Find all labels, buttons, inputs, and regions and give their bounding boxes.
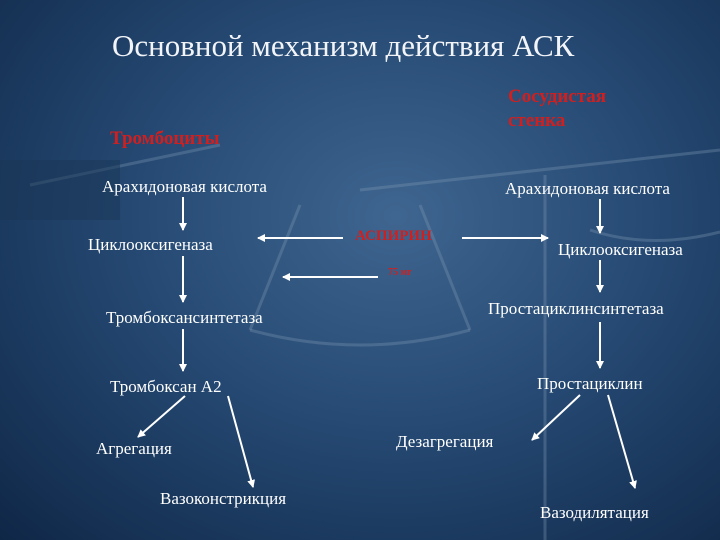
prostacyclin: Простациклин (537, 374, 643, 393)
vasodilation-label: Вазодилятация (540, 503, 649, 522)
vessel-cyclooxygenase: Циклооксигеназа (558, 240, 683, 259)
platelet-cyclooxygenase: Циклооксигеназа (88, 235, 213, 254)
disaggregation-label: Дезагрегация (396, 432, 494, 451)
aggregation-label: Агрегация (96, 439, 172, 458)
prostacyclin-synthetase: Простациклинсинтетаза (488, 299, 664, 318)
arrow-prostacyclin-to-disaggregation (531, 394, 581, 441)
slide-title: Основной механизм действия АСК (112, 28, 575, 63)
arrow-thromboxane-to-aggregation (137, 395, 186, 438)
vasoconstriction-label: Вазоконстрикция (160, 489, 287, 508)
vessel-header-line1: Сосудистая (508, 86, 607, 107)
platelet-arachidonic-acid: Арахидоновая кислота (102, 177, 267, 196)
platelets-header: Тромбоциты (110, 128, 220, 149)
aspirin-dose-label: 75 мг (388, 267, 412, 278)
vessel-arachidonic-acid: Арахидоновая кислота (505, 179, 670, 198)
aspirin-label: АСПИРИН (355, 228, 432, 244)
vessel-header-line2: стенка (508, 110, 566, 131)
thromboxane-a2: Тромбоксан А2 (110, 377, 222, 396)
thromboxane-synthetase: Тромбоксансинтетаза (106, 308, 263, 327)
arrow-prostacyclin-to-vasodilation (607, 394, 637, 489)
arrow-thromboxane-to-vasoconstriction (227, 395, 256, 488)
